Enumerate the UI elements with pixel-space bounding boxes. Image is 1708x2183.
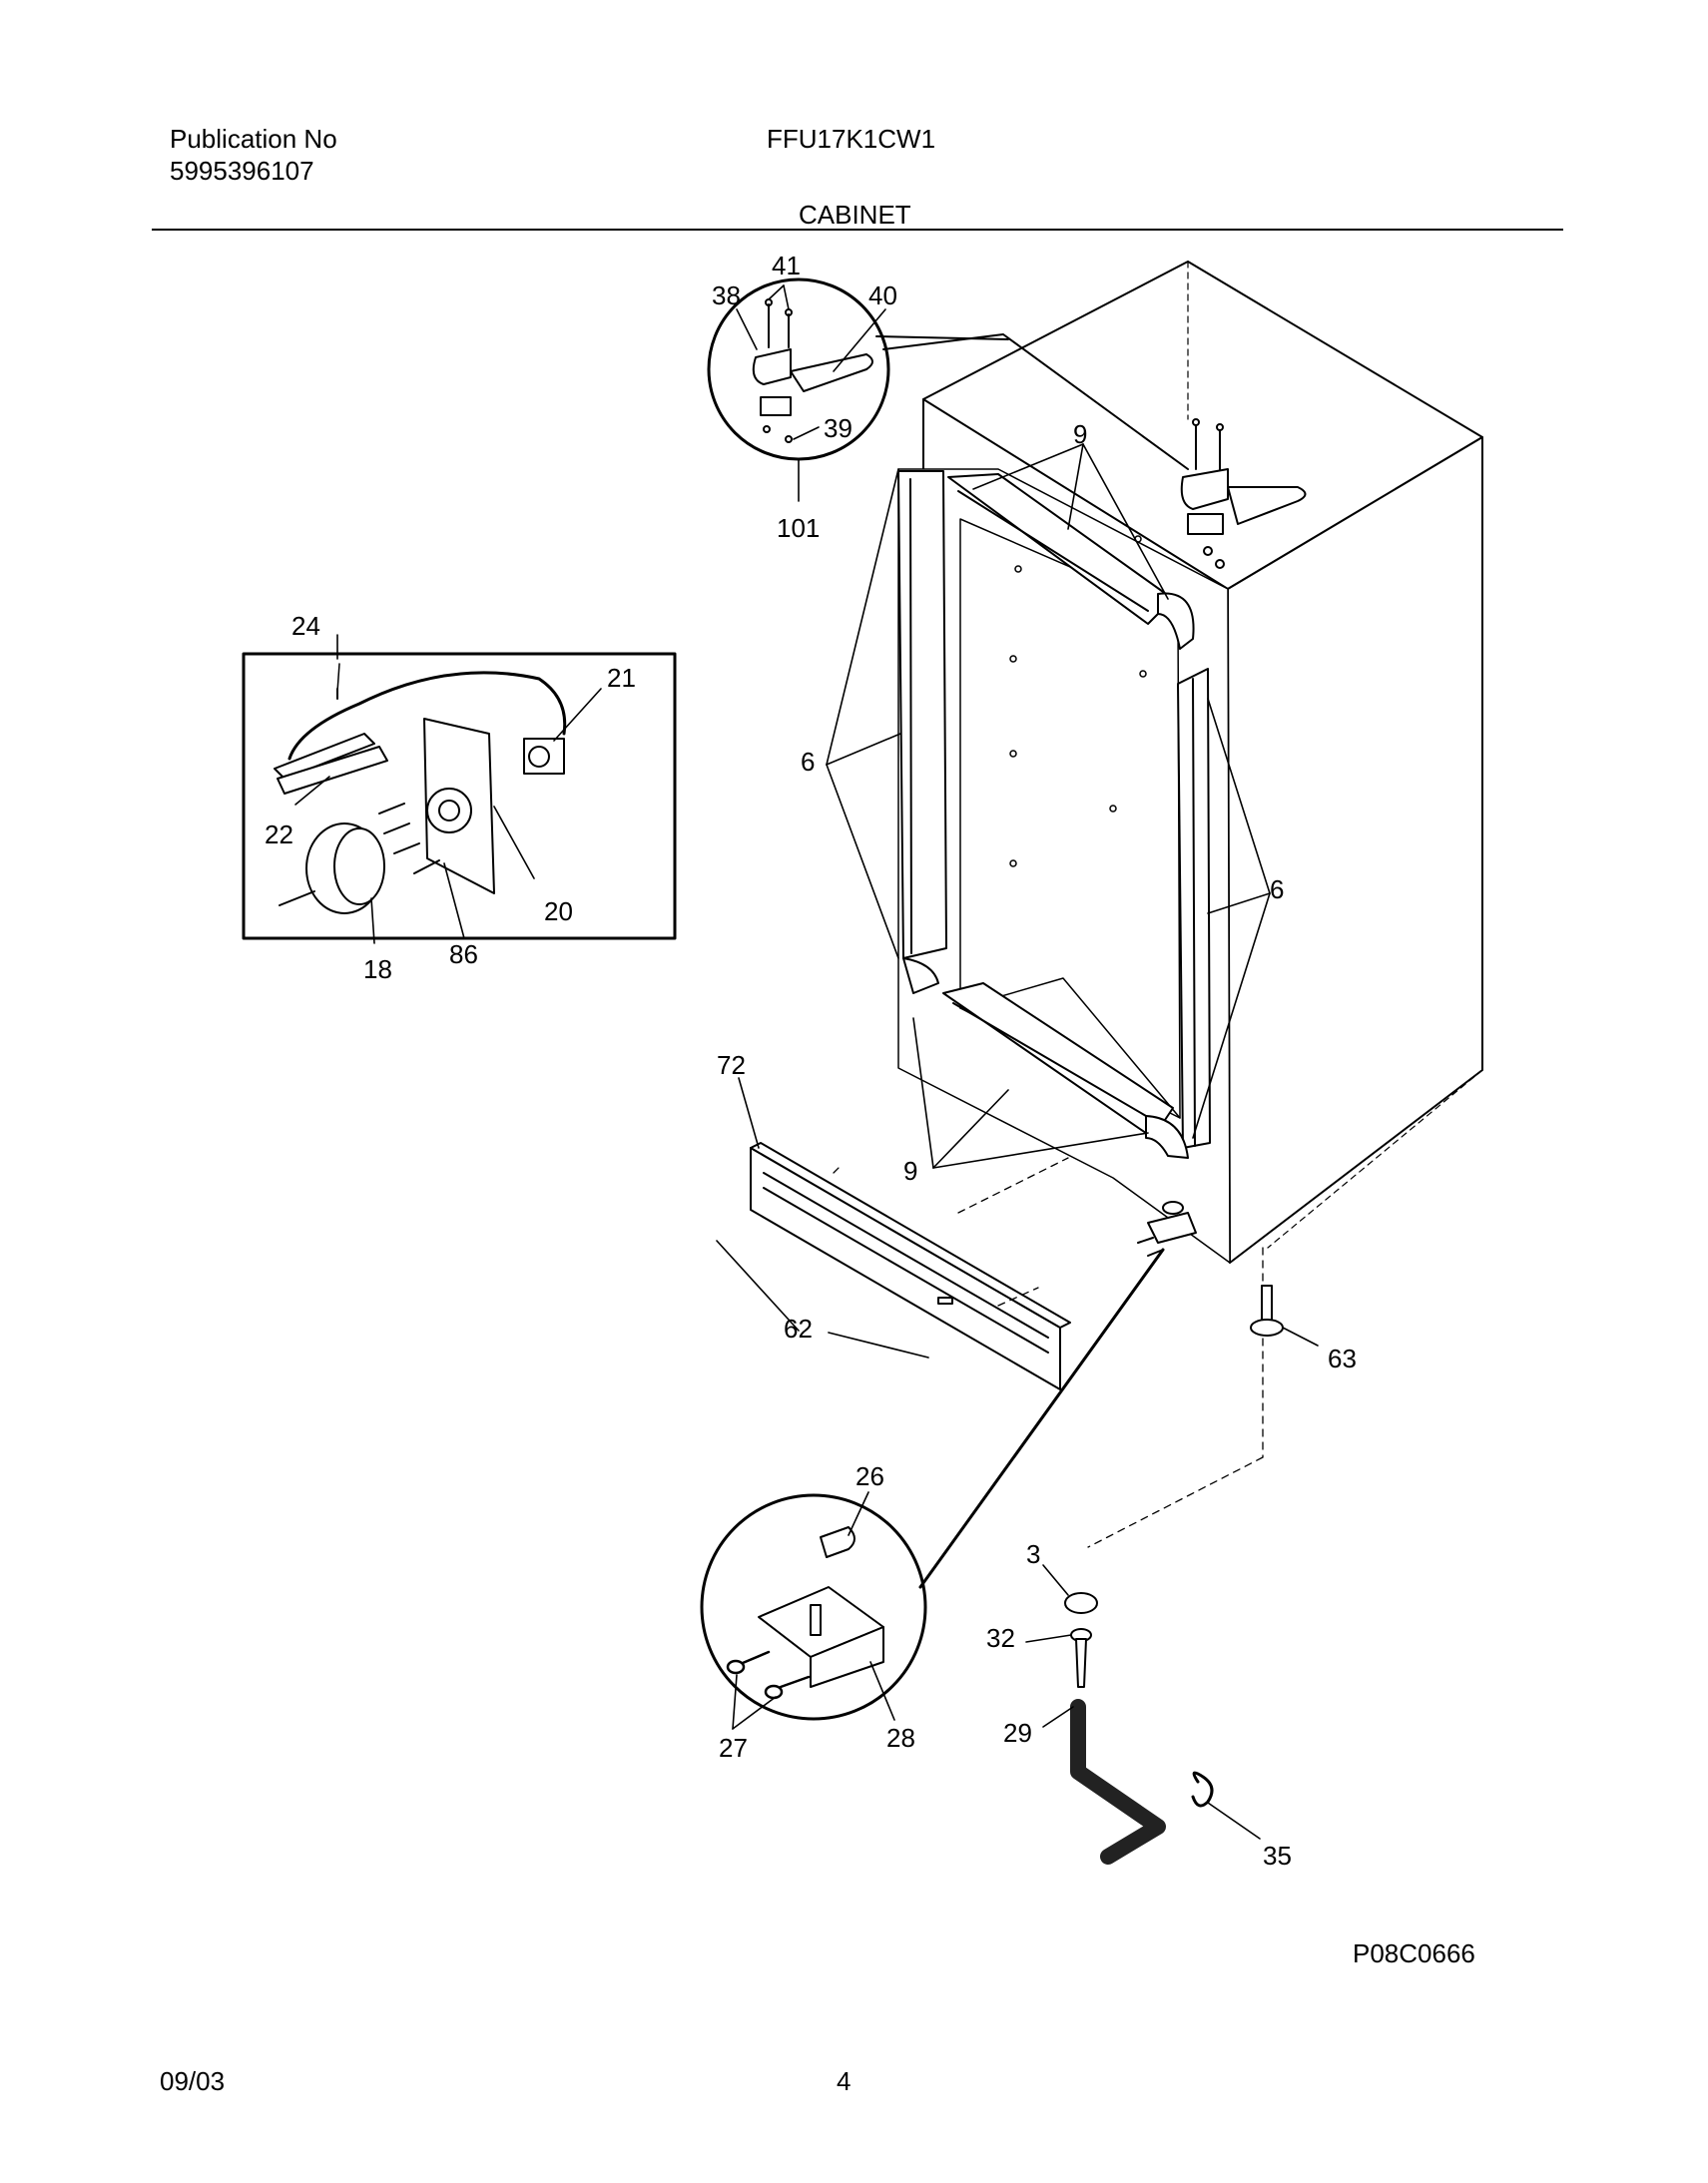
publication-label: Publication No: [170, 124, 337, 154]
callout-6-left: 6: [801, 747, 815, 777]
page-number: 4: [837, 2066, 852, 2096]
callout-24: 24: [291, 611, 320, 641]
callout-6-right: 6: [1270, 874, 1284, 904]
callout-27: 27: [719, 1733, 748, 1763]
grille-alignment-lines: [833, 1157, 1264, 1548]
control-assembly-box: [242, 652, 677, 940]
header-rule: [152, 229, 1563, 231]
leader-lines: [294, 284, 1319, 1840]
callout-28: 28: [886, 1723, 915, 1753]
callout-63: 63: [1328, 1344, 1357, 1373]
bottom-hinge-detail-circle: [700, 1248, 1165, 1721]
callout-9-top: 9: [1073, 419, 1087, 449]
callout-72: 72: [717, 1050, 746, 1080]
hinge-detail-circle: [707, 277, 1189, 470]
section-title: CABINET: [799, 200, 911, 230]
callout-86: 86: [449, 939, 478, 969]
callout-26: 26: [855, 1461, 884, 1491]
callout-3: 3: [1026, 1539, 1040, 1569]
callout-32: 32: [986, 1623, 1015, 1653]
callout-20: 20: [544, 896, 573, 926]
model-number: FFU17K1CW1: [767, 124, 936, 154]
drawing-id: P08C0666: [1353, 1938, 1475, 1968]
footer-date: 09/03: [160, 2066, 226, 2096]
drain-parts: [1064, 1592, 1214, 1865]
callout-9-bottom: 9: [903, 1156, 917, 1186]
breaker-strips: [902, 473, 1195, 1159]
callout-38: 38: [712, 280, 741, 310]
publication-number: 5995396107: [170, 156, 314, 186]
callout-18: 18: [363, 954, 392, 984]
callout-41: 41: [772, 251, 801, 280]
callout-39: 39: [824, 413, 853, 443]
side-gaskets: [897, 470, 1211, 1149]
callout-22: 22: [265, 819, 293, 849]
callout-35: 35: [1263, 1841, 1292, 1871]
callout-62: 62: [784, 1314, 813, 1344]
top-hinge: [1180, 418, 1307, 569]
callout-21: 21: [607, 663, 636, 693]
callout-labels: 41 38 40 39 101 9 6 6 9 24 21 22 20 18 8…: [265, 251, 1357, 1871]
callout-40: 40: [868, 280, 897, 310]
leveling-leg: [1250, 1285, 1284, 1337]
cabinet-body: [897, 261, 1483, 1264]
callout-29: 29: [1003, 1718, 1032, 1748]
callout-101: 101: [777, 513, 820, 543]
